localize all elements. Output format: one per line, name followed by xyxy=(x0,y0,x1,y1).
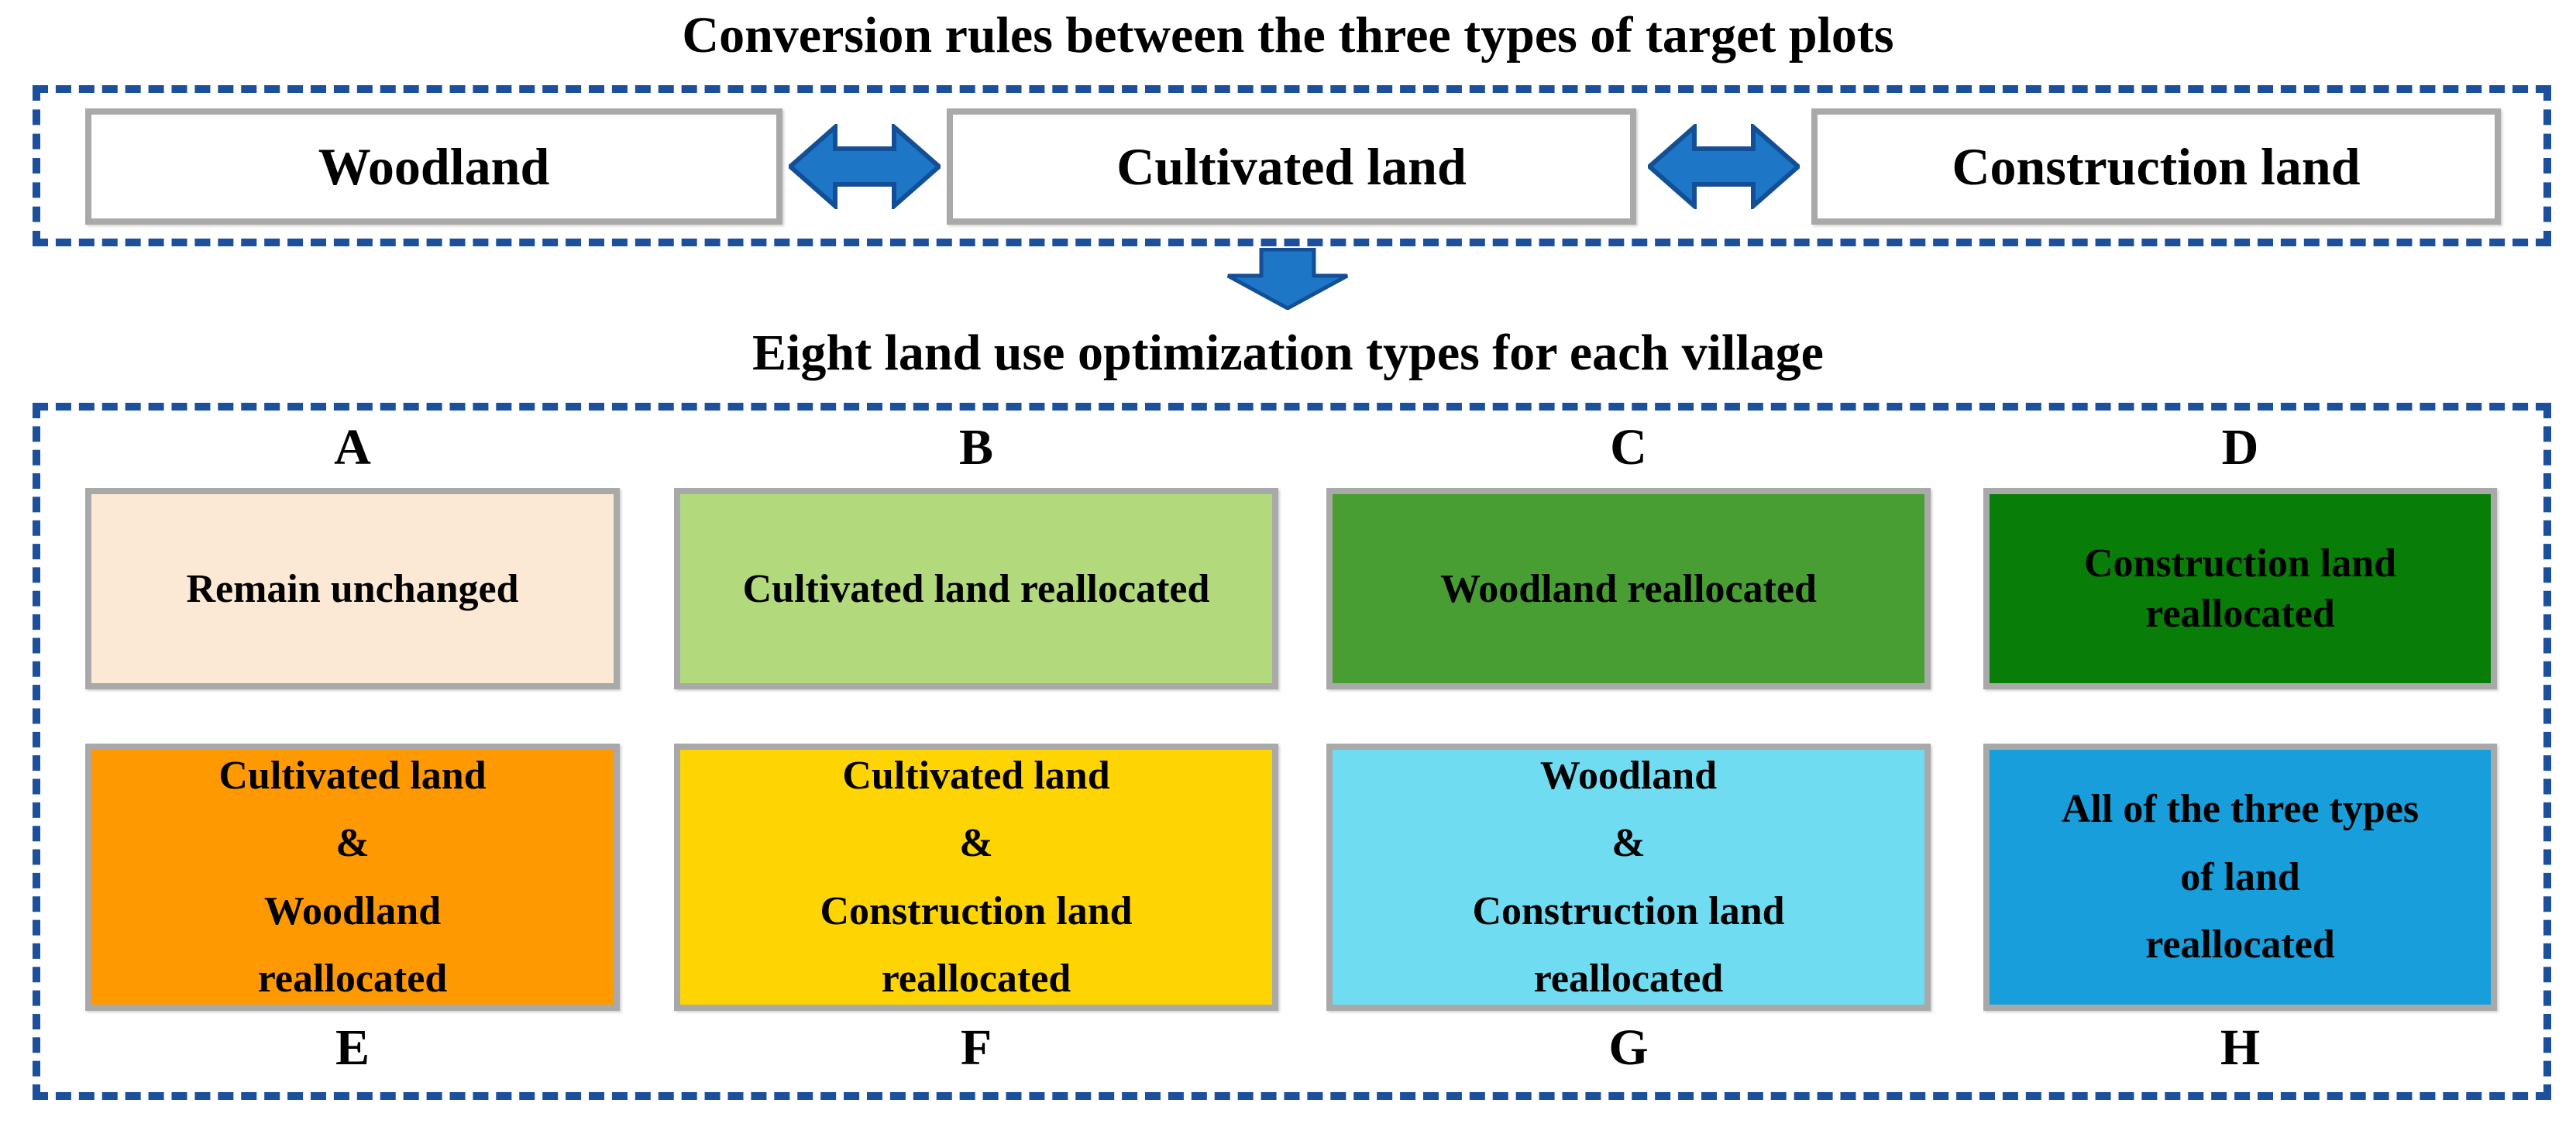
type-letter-f: F xyxy=(960,1019,992,1076)
type-letter-b: B xyxy=(958,419,994,476)
type-box-h: All of the three types of land reallocat… xyxy=(1983,744,2497,1011)
down-arrow-icon xyxy=(1226,248,1350,310)
plot-box-cultivated-land-label: Cultivated land xyxy=(1116,136,1467,196)
plot-box-woodland-label: Woodland xyxy=(318,136,550,196)
type-box-c-label: Woodland reallocated xyxy=(1440,566,1817,611)
type-letter-g: G xyxy=(1608,1019,1649,1076)
optimization-types-panel xyxy=(33,403,2551,1100)
conversion-rules-title: Conversion rules between the three types… xyxy=(682,7,1894,64)
type-box-a: Remain unchanged xyxy=(85,488,620,689)
type-box-f: Cultivated land & Construction land real… xyxy=(674,744,1278,1011)
type-box-f-label: Cultivated land & Construction land real… xyxy=(820,753,1133,1001)
type-box-d-label: Construction land reallocated xyxy=(2083,541,2397,636)
type-letter-h: H xyxy=(2220,1019,2261,1076)
plot-box-cultivated-land: Cultivated land xyxy=(947,108,1636,225)
type-box-c: Woodland reallocated xyxy=(1326,488,1931,689)
plot-box-construction-land: Construction land xyxy=(1811,108,2501,225)
type-box-b: Cultivated land reallocated xyxy=(674,488,1278,689)
type-letter-a: A xyxy=(334,419,371,476)
double-arrow-icon xyxy=(789,124,941,209)
type-box-b-label: Cultivated land reallocated xyxy=(742,566,1210,611)
type-letter-d: D xyxy=(2221,419,2259,476)
type-letter-c: C xyxy=(1610,419,1647,476)
optimization-types-title: Eight land use optimization types for ea… xyxy=(752,325,1824,381)
double-arrow-icon xyxy=(1648,124,1800,209)
type-box-a-label: Remain unchanged xyxy=(186,566,519,611)
type-box-e: Cultivated land & Woodland reallocated xyxy=(85,744,620,1011)
conversion-rules-panel xyxy=(33,85,2551,246)
type-box-g-label: Woodland & Construction land reallocated xyxy=(1472,753,1785,1001)
type-box-e-label: Cultivated land & Woodland reallocated xyxy=(218,753,487,1001)
type-letter-e: E xyxy=(335,1019,370,1076)
plot-box-woodland: Woodland xyxy=(85,108,782,225)
type-box-h-label: All of the three types of land reallocat… xyxy=(2061,787,2420,967)
type-box-g: Woodland & Construction land reallocated xyxy=(1326,744,1931,1011)
plot-box-construction-land-label: Construction land xyxy=(1952,136,2361,196)
type-box-d: Construction land reallocated xyxy=(1983,488,2497,689)
